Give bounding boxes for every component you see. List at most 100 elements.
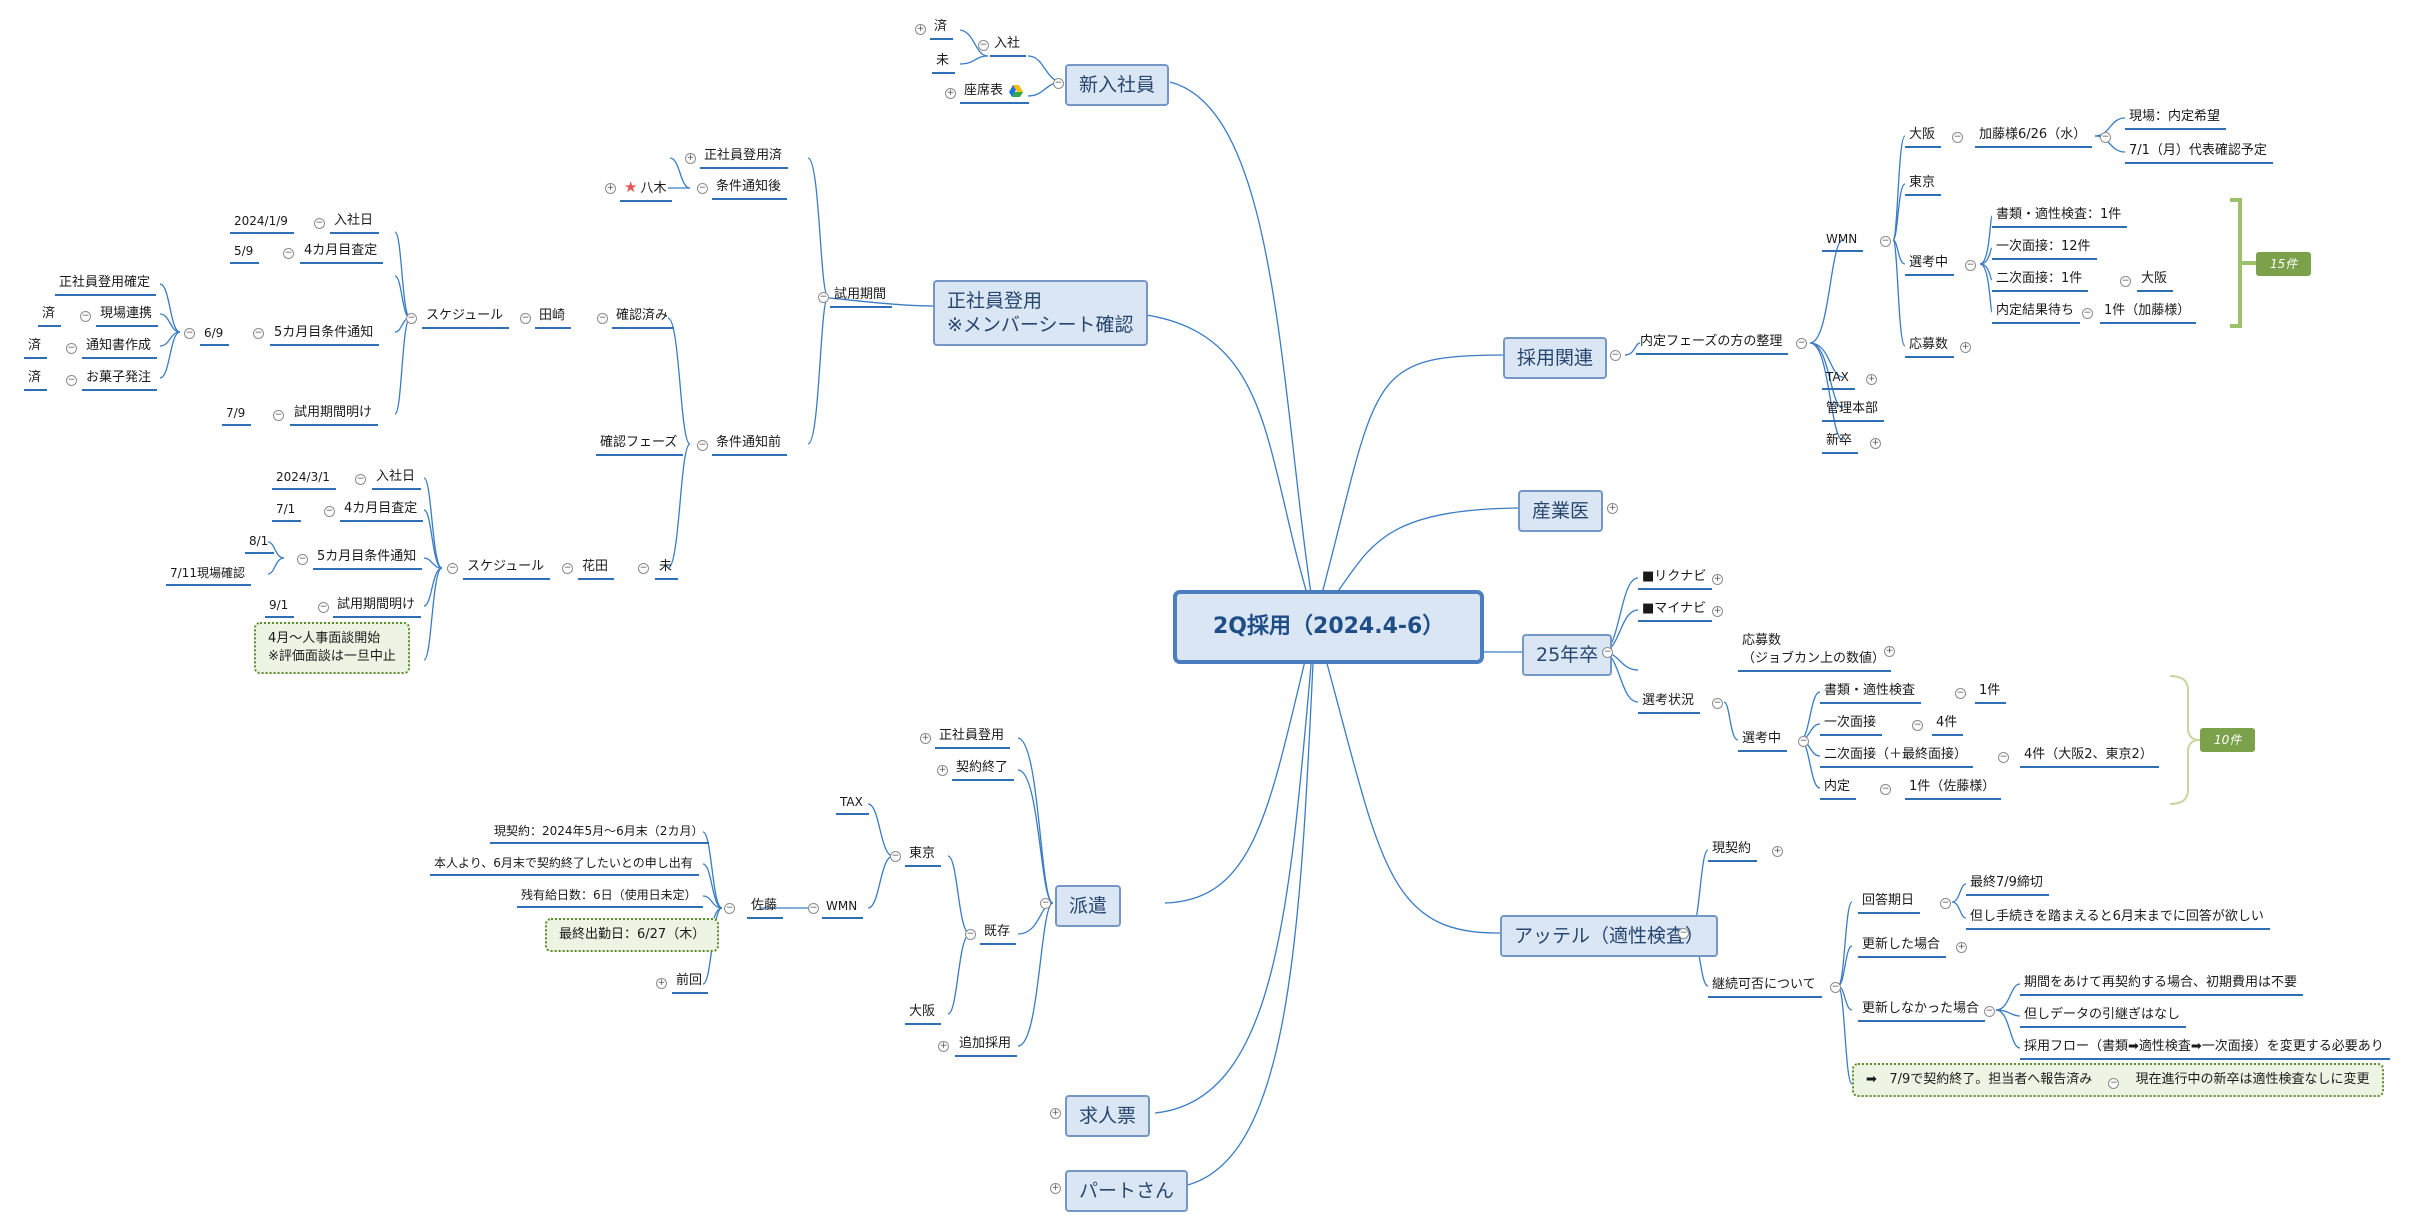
node-wmn[interactable]: WMN — [822, 895, 864, 919]
node-haken-seishain[interactable]: 正社員登用 — [935, 725, 1011, 749]
node-tax[interactable]: TAX — [836, 791, 869, 815]
collapse-toggle-icon[interactable]: − — [314, 218, 325, 229]
collapse-toggle-icon[interactable]: − — [1798, 736, 1809, 747]
node-senko2[interactable]: 選考中 — [1738, 728, 1788, 752]
collapse-toggle-icon[interactable]: − — [1965, 260, 1976, 271]
collapse-toggle-icon[interactable]: − — [1955, 688, 1966, 699]
collapse-toggle-icon[interactable]: − — [818, 292, 829, 303]
node-confirm-phase[interactable]: 確認フェーズ — [596, 432, 684, 456]
expand-toggle-icon[interactable]: + — [1607, 503, 1618, 514]
expand-toggle-icon[interactable]: + — [1956, 942, 1967, 953]
collapse-toggle-icon[interactable]: − — [2082, 308, 2093, 319]
node-seishain-zumi[interactable]: 正社員登用済 — [700, 145, 789, 169]
node-osaka[interactable]: 大阪 — [905, 1001, 942, 1025]
node-rikunabi[interactable]: ■リクナビ — [1638, 566, 1713, 590]
collapse-toggle-icon[interactable]: − — [562, 563, 573, 574]
node-b-m2[interactable]: 二次面接（＋最終面接） — [1820, 744, 1974, 768]
expand-toggle-icon[interactable]: + — [945, 88, 956, 99]
expand-toggle-icon[interactable]: + — [1712, 574, 1723, 585]
node-koshin[interactable]: 更新した場合 — [1858, 934, 1947, 958]
node-h-ake[interactable]: 試用期間明け — [333, 594, 422, 618]
summary-tag-15[interactable]: 15件 — [2256, 252, 2312, 276]
topic-new-employee[interactable]: 新入社員 — [1065, 64, 1170, 106]
topic-25sotsu[interactable]: 25年卒 — [1522, 634, 1613, 676]
expand-toggle-icon[interactable]: + — [656, 978, 667, 989]
collapse-toggle-icon[interactable]: − — [2120, 276, 2131, 287]
collapse-toggle-icon[interactable]: − — [1984, 1006, 1995, 1017]
collapse-toggle-icon[interactable]: − — [808, 903, 819, 914]
node-keiyaku-end[interactable]: 契約終了 — [952, 757, 1015, 781]
collapse-toggle-icon[interactable]: − — [80, 311, 91, 322]
expand-toggle-icon[interactable]: + — [915, 24, 926, 35]
node-senko-jokyo[interactable]: 選考状況 — [1638, 690, 1701, 714]
collapse-toggle-icon[interactable]: − — [2108, 1078, 2120, 1089]
node-naitei-seiri[interactable]: 内定フェーズの方の整理 — [1636, 331, 1789, 355]
expand-toggle-icon[interactable]: + — [1866, 374, 1877, 385]
note-final[interactable]: ➡ 7/9で契約終了。担当者へ報告済み − 現在進行中の新卒は適性検査なしに変更 — [1852, 1063, 2384, 1097]
node-r-wmn[interactable]: WMN — [1822, 228, 1864, 252]
node-t-4m[interactable]: 4カ月目査定 — [300, 240, 384, 264]
collapse-toggle-icon[interactable]: − — [1830, 982, 1841, 993]
node-h-4m[interactable]: 4カ月目査定 — [340, 498, 424, 522]
expand-toggle-icon[interactable]: + — [1884, 646, 1895, 657]
node-before-notice[interactable]: 条件通知前 — [712, 432, 788, 456]
node-t-confirm[interactable]: 正社員登用確定 — [55, 272, 157, 296]
collapse-toggle-icon[interactable]: − — [978, 40, 989, 51]
node-tokyo[interactable]: 東京 — [905, 843, 942, 867]
expand-toggle-icon[interactable]: + — [1960, 342, 1971, 353]
node-mynavi[interactable]: ■マイナビ — [1638, 598, 1713, 622]
node-nyusha[interactable]: 入社 — [990, 33, 1027, 57]
collapse-toggle-icon[interactable]: − — [1940, 898, 1951, 909]
node-naitei-wait[interactable]: 内定結果待ち — [1992, 300, 2081, 324]
topic-kyujin[interactable]: 求人票 — [1065, 1095, 1151, 1137]
collapse-toggle-icon[interactable]: − — [66, 343, 77, 354]
collapse-toggle-icon[interactable]: − — [1678, 928, 1689, 939]
node-yagi[interactable]: ★八木 — [620, 176, 673, 202]
node-schedule-1[interactable]: スケジュール — [422, 305, 510, 329]
node-men2[interactable]: 二次面接：1件 — [1992, 268, 2089, 292]
collapse-toggle-icon[interactable]: − — [324, 506, 335, 517]
topic-saiyo[interactable]: 採用関連 — [1503, 337, 1608, 379]
collapse-toggle-icon[interactable]: − — [724, 903, 735, 914]
node-t-okashi[interactable]: お菓子発注 — [82, 367, 158, 391]
collapse-toggle-icon[interactable]: − — [1602, 647, 1613, 658]
node-h-5m[interactable]: 5カ月目条件通知 — [313, 546, 423, 570]
node-h-genba[interactable]: 7/11現場確認 — [166, 562, 251, 586]
collapse-toggle-icon[interactable]: − — [355, 474, 366, 485]
node-t-ake[interactable]: 試用期間明け — [290, 402, 379, 426]
node-senko[interactable]: 選考中 — [1905, 252, 1955, 276]
node-mi2[interactable]: 未 — [655, 556, 679, 580]
node-shinsotsu[interactable]: 新卒 — [1822, 430, 1859, 454]
collapse-toggle-icon[interactable]: − — [597, 313, 608, 324]
collapse-toggle-icon[interactable]: − — [965, 929, 976, 940]
collapse-toggle-icon[interactable]: − — [66, 375, 77, 386]
collapse-toggle-icon[interactable]: − — [283, 248, 294, 259]
node-boshu[interactable]: 応募数 （ジョブカン上の数値） — [1738, 630, 1892, 672]
topic-haken[interactable]: 派遣 — [1055, 885, 1122, 927]
node-b-sho[interactable]: 書類・適性検査 — [1820, 680, 1922, 704]
collapse-toggle-icon[interactable]: − — [697, 440, 708, 451]
collapse-toggle-icon[interactable]: − — [1796, 338, 1807, 349]
collapse-toggle-icon[interactable]: − — [1880, 784, 1891, 795]
node-schedule-2[interactable]: スケジュール — [463, 556, 551, 580]
expand-toggle-icon[interactable]: + — [685, 153, 696, 164]
node-kanri[interactable]: 管理本部 — [1822, 398, 1885, 422]
collapse-toggle-icon[interactable]: − — [2100, 132, 2111, 143]
collapse-toggle-icon[interactable]: − — [1053, 78, 1064, 89]
google-drive-icon[interactable] — [1009, 84, 1024, 97]
collapse-toggle-icon[interactable]: − — [184, 328, 195, 339]
collapse-toggle-icon[interactable]: − — [253, 328, 264, 339]
node-zenkai[interactable]: 前回 — [672, 970, 709, 994]
collapse-toggle-icon[interactable]: − — [318, 602, 329, 613]
topic-sangyoi[interactable]: 産業医 — [1518, 490, 1604, 532]
collapse-toggle-icon[interactable]: − — [1610, 350, 1621, 361]
node-t-nyushabi[interactable]: 入社日 — [330, 210, 380, 234]
collapse-toggle-icon[interactable]: − — [520, 313, 531, 324]
node-h-nyushabi[interactable]: 入社日 — [372, 466, 422, 490]
node-kato[interactable]: 加藤様6/26（水） — [1975, 124, 2093, 148]
central-topic[interactable]: 2Q採用（2024.4-6） — [1173, 590, 1485, 664]
collapse-toggle-icon[interactable]: − — [1712, 698, 1723, 709]
collapse-toggle-icon[interactable]: − — [406, 313, 417, 324]
note-interview[interactable]: 4月～人事面談開始 ※評価面談は一旦中止 — [254, 622, 410, 674]
node-b-nai[interactable]: 内定 — [1820, 776, 1857, 800]
